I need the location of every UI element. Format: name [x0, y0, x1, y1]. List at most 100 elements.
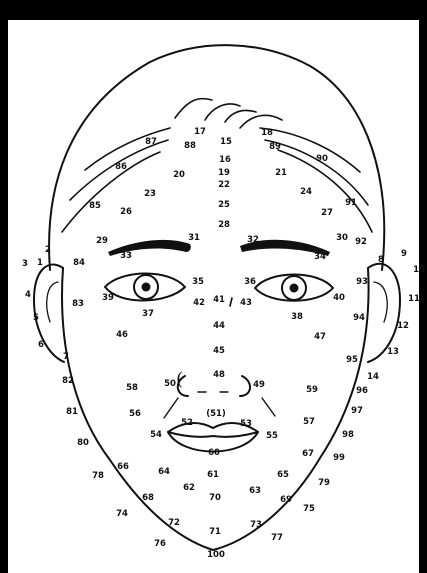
zone-label-83: 83: [72, 299, 84, 309]
zone-label-30: 30: [336, 233, 348, 243]
zone-label-29: 29: [96, 236, 108, 246]
zone-label-23: 23: [144, 189, 156, 199]
zone-label-96: 96: [356, 386, 368, 396]
zone-label-56: 56: [129, 409, 141, 419]
zone-label-21: 21: [275, 168, 287, 178]
zone-label-73: 73: [250, 520, 262, 530]
zone-label-61: 61: [207, 470, 219, 480]
zone-label-90: 90: [316, 154, 328, 164]
zone-label-68: 68: [142, 493, 154, 503]
zone-label-38: 38: [291, 312, 303, 322]
zone-label-14: 14: [367, 372, 379, 382]
zone-label-37: 37: [142, 309, 154, 319]
zone-label-53: 53: [240, 419, 252, 429]
zone-label-88: 88: [184, 141, 196, 151]
zone-label-15: 15: [220, 137, 232, 147]
zone-label-22: 22: [218, 180, 230, 190]
zone-label-18: 18: [261, 128, 273, 138]
zone-label-79: 79: [318, 478, 330, 488]
zone-label-4: 4: [25, 290, 31, 300]
zone-label-42: 42: [193, 298, 205, 308]
zone-label-87: 87: [145, 137, 157, 147]
zone-label-47: 47: [314, 332, 326, 342]
zone-label-32: 32: [247, 235, 259, 245]
zone-label-2: 2: [45, 245, 51, 255]
zone-label-89: 89: [269, 142, 281, 152]
zone-label-50: 50: [164, 379, 176, 389]
zone-label-86: 86: [115, 162, 127, 172]
zone-label-98: 98: [342, 430, 354, 440]
zone-label-26: 26: [120, 207, 132, 217]
zone-label-49: 49: [253, 380, 265, 390]
nose-bracket-left: (: [176, 369, 183, 390]
zone-label-6: 6: [38, 340, 44, 350]
zone-label-36: 36: [244, 277, 256, 287]
zone-label-59: 59: [306, 385, 318, 395]
zone-label-13: 13: [387, 347, 399, 357]
zone-label-40: 40: [333, 293, 345, 303]
zone-label-64: 64: [158, 467, 170, 477]
zone-label-82: 82: [62, 376, 74, 386]
zone-label-57: 57: [303, 417, 315, 427]
zone-label-43: 43: [240, 298, 252, 308]
zone-label-35: 35: [192, 277, 204, 287]
zone-label-27: 27: [321, 208, 333, 218]
zone-label-95: 95: [346, 355, 358, 365]
zone-label-25: 25: [218, 200, 230, 210]
zone-label-66: 66: [117, 462, 129, 472]
zone-label-46: 46: [116, 330, 128, 340]
zone-label-62: 62: [183, 483, 195, 493]
zone-label-24: 24: [300, 187, 312, 197]
zone-label-67: 67: [302, 449, 314, 459]
zone-label-17: 17: [194, 127, 206, 137]
zone-label-1: 1: [37, 258, 43, 268]
zone-label-63: 63: [249, 486, 261, 496]
zone-label-76: 76: [154, 539, 166, 549]
zone-label-54: 54: [150, 430, 162, 440]
zone-label-99: 99: [333, 453, 345, 463]
zone-label-91: 91: [345, 198, 357, 208]
zone-label-72: 72: [168, 518, 180, 528]
zone-label-52: 52: [181, 418, 193, 428]
zone-label-39: 39: [102, 293, 114, 303]
zone-label-74: 74: [116, 509, 128, 519]
zone-label-85: 85: [89, 201, 101, 211]
zone-label-34: 34: [314, 252, 326, 262]
zone-label-81: 81: [66, 407, 78, 417]
zone-label-97: 97: [351, 406, 363, 416]
zone-label-16: 16: [219, 155, 231, 165]
zone-label-33: 33: [120, 251, 132, 261]
zone-label-78: 78: [92, 471, 104, 481]
zone-label-75: 75: [303, 504, 315, 514]
zone-label-10: 10: [413, 265, 425, 275]
zone-label-45: 45: [213, 346, 225, 356]
zone-label-31: 31: [188, 233, 200, 243]
zone-label-19: 19: [218, 168, 230, 178]
left-pupil: [142, 283, 151, 292]
zone-label-41: 41: [213, 295, 225, 305]
zone-label-55: 55: [266, 431, 278, 441]
zone-label-48: 48: [213, 370, 225, 380]
zone-label-69: 69: [280, 495, 292, 505]
zone-label-94: 94: [353, 313, 365, 323]
zone-label-9: 9: [401, 249, 407, 259]
zone-label-71: 71: [209, 527, 221, 537]
zone-label-3: 3: [22, 259, 28, 269]
zone-label-5: 5: [33, 313, 39, 323]
zone-label-28: 28: [218, 220, 230, 230]
zone-label-80: 80: [77, 438, 89, 448]
zone-label-11: 11: [408, 294, 420, 304]
zone-label-92: 92: [355, 237, 367, 247]
zone-label-84: 84: [73, 258, 85, 268]
zone-label-44: 44: [213, 321, 225, 331]
zone-label-8: 8: [378, 255, 384, 265]
zone-label-65: 65: [277, 470, 289, 480]
zone-label-12: 12: [397, 321, 409, 331]
zone-label-100: 100: [207, 550, 225, 560]
zone-label-51: (51): [206, 409, 226, 419]
zone-label-70: 70: [209, 493, 221, 503]
zone-label-58: 58: [126, 383, 138, 393]
zone-label-77: 77: [271, 533, 283, 543]
